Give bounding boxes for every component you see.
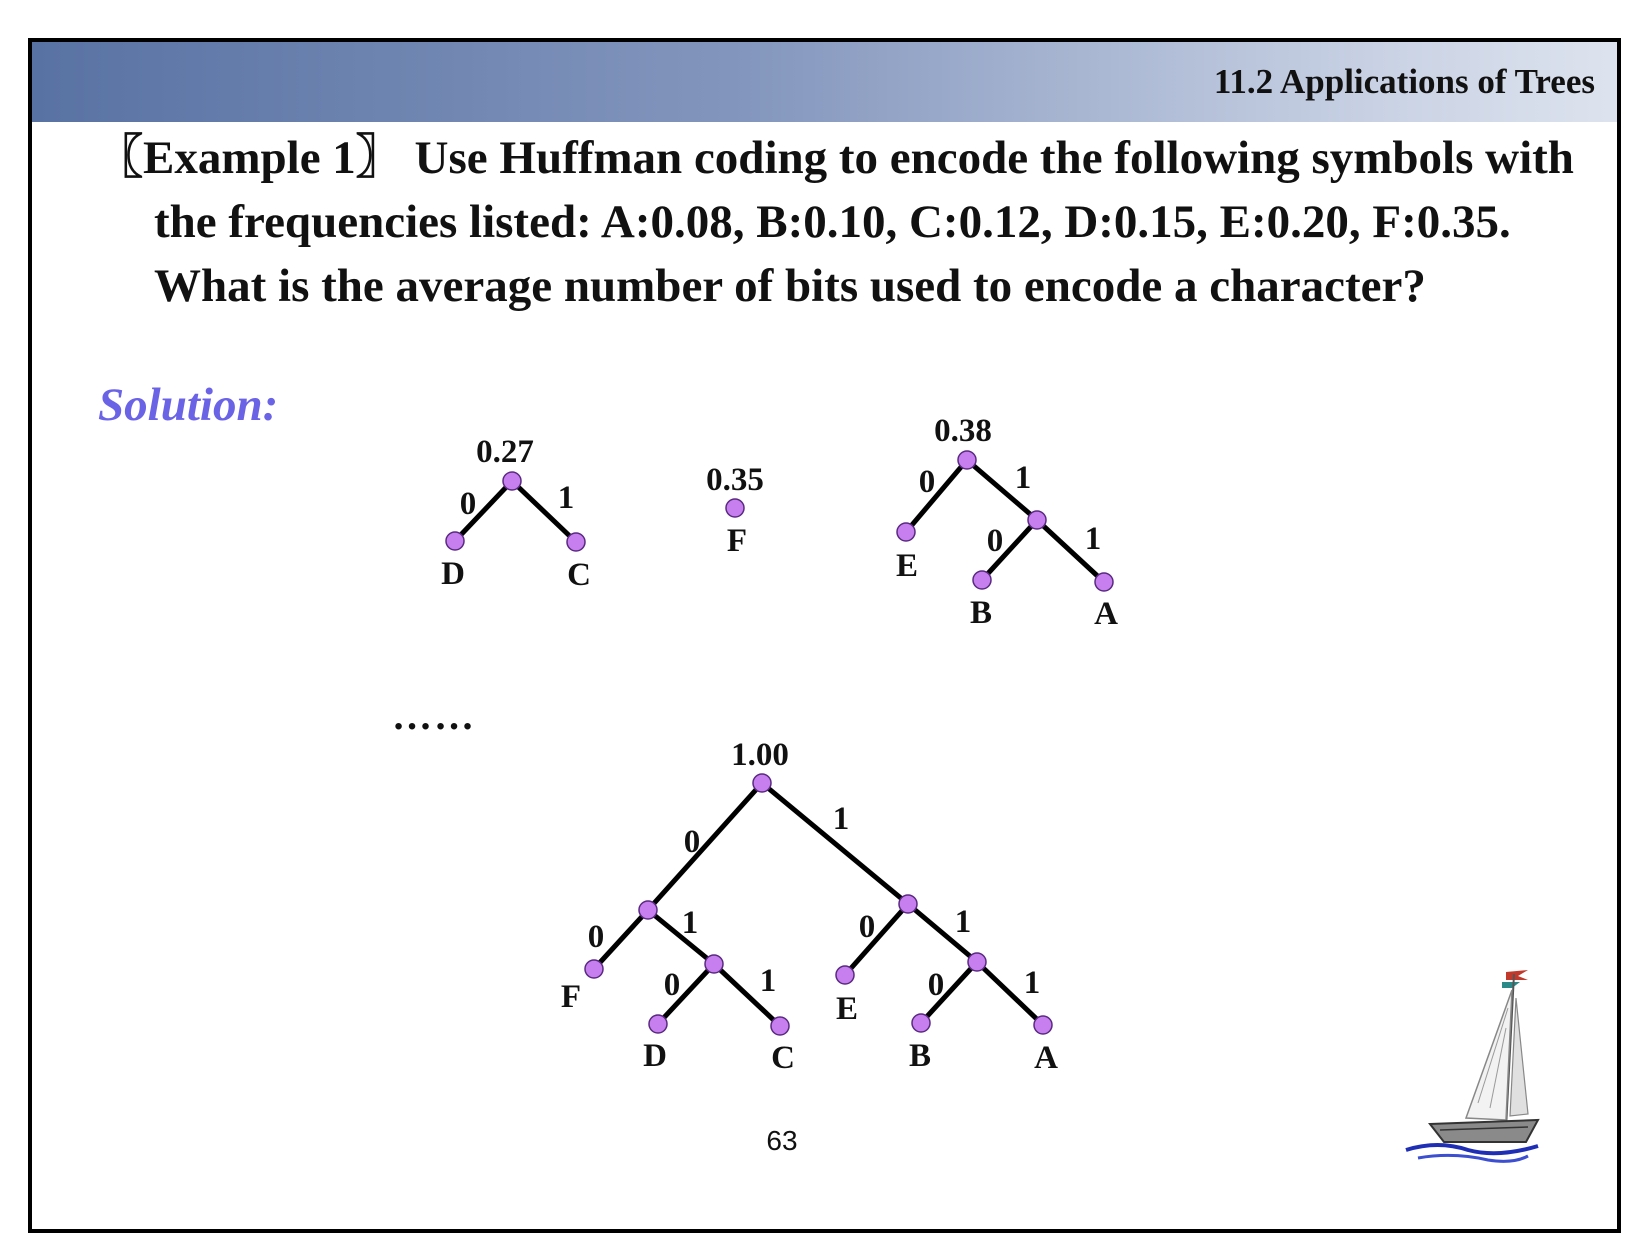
- edge: [906, 902, 979, 964]
- problem-statement: 〖Example 1〗 Use Huffman coding to encode…: [96, 132, 1574, 312]
- edge: [656, 962, 716, 1026]
- flag-icon: [1506, 970, 1528, 980]
- edge-label: 0: [928, 967, 945, 1003]
- edge: [843, 902, 910, 977]
- edge-label: 0: [664, 967, 681, 1003]
- edge-label: 1: [558, 480, 575, 516]
- tree-node: [584, 959, 604, 979]
- tree-nodes: [445, 450, 1114, 1036]
- tree-node: [1033, 1015, 1053, 1035]
- edge: [975, 960, 1045, 1027]
- edge-label: 0: [460, 486, 477, 522]
- section-title: 11.2 Applications of Trees: [1213, 62, 1595, 101]
- sail-seam: [1477, 1007, 1509, 1104]
- edge: [919, 960, 979, 1025]
- edge: [1035, 518, 1106, 584]
- tree-node: [896, 522, 916, 542]
- edge: [453, 479, 514, 543]
- edge-label: 1: [682, 905, 699, 941]
- hull: [1428, 1118, 1540, 1143]
- edge: [760, 781, 910, 906]
- tree-node: [835, 965, 855, 985]
- leaf-label: E: [896, 548, 918, 584]
- tree-node: [967, 952, 987, 972]
- leaf-label: C: [567, 557, 591, 593]
- tree-node: [1094, 572, 1114, 592]
- edge: [646, 781, 764, 912]
- edge-label: 1: [1085, 521, 1102, 557]
- solution-label: Solution:: [98, 379, 279, 431]
- tree-node: [648, 1014, 668, 1034]
- edge: [965, 458, 1039, 522]
- main-sail: [1464, 989, 1513, 1121]
- edge-label: 1: [1015, 460, 1032, 496]
- tree-node: [957, 450, 977, 470]
- slide: 11.2 Applications of Trees 〖Example 1〗 U…: [28, 38, 1621, 1233]
- node-weight: 0.27: [476, 434, 534, 470]
- edge: [592, 908, 650, 971]
- leaf-label: F: [561, 979, 581, 1015]
- leaf-label: B: [909, 1038, 931, 1074]
- edge-label: 0: [987, 523, 1004, 559]
- edge-label: 0: [859, 909, 876, 945]
- edge: [980, 518, 1039, 582]
- edge-label: 1: [760, 963, 777, 999]
- leaf-label: D: [441, 556, 465, 592]
- tree-node: [898, 894, 918, 914]
- leaf-label: B: [970, 595, 992, 631]
- hull-line: [1439, 1126, 1529, 1131]
- edge-label: 0: [684, 824, 701, 860]
- edge-label: 1: [1024, 965, 1041, 1001]
- pennant-icon: [1502, 982, 1520, 988]
- node-weight: 0.38: [934, 413, 992, 449]
- water-wave: [1405, 1143, 1539, 1156]
- leaf-label: D: [643, 1038, 667, 1074]
- edge-label: 0: [919, 464, 936, 500]
- edge-label: 0: [588, 919, 605, 955]
- edge-label: 1: [833, 801, 850, 837]
- tree-node: [566, 532, 586, 552]
- page-number: 63: [766, 1125, 798, 1156]
- leaf-label: F: [727, 523, 747, 559]
- leaf-label: A: [1094, 596, 1118, 632]
- leaf-label: E: [836, 991, 858, 1027]
- tree-node: [1027, 510, 1047, 530]
- sail-seam: [1489, 1027, 1507, 1109]
- water-wave: [1417, 1153, 1529, 1163]
- edge: [712, 962, 782, 1028]
- leaf-label: C: [771, 1040, 795, 1076]
- tree-node: [972, 570, 992, 590]
- sailboat-logo: [1405, 970, 1540, 1163]
- tree-node: [911, 1013, 931, 1033]
- tree-node: [638, 900, 658, 920]
- tree-node: [752, 773, 772, 793]
- node-weight: 1.00: [731, 737, 789, 773]
- tree-edges: [453, 458, 1106, 1028]
- tree-node: [502, 471, 522, 491]
- tree-node: [725, 498, 745, 518]
- ellipsis: ……: [392, 693, 476, 738]
- jib-sail: [1509, 997, 1529, 1117]
- edge: [646, 908, 716, 966]
- edge: [510, 479, 578, 544]
- edge-label: 1: [955, 904, 972, 940]
- node-weight: 0.35: [706, 462, 764, 498]
- tree-node: [445, 531, 465, 551]
- leaf-label: A: [1034, 1040, 1058, 1076]
- tree-node: [704, 954, 724, 974]
- tree-node: [770, 1016, 790, 1036]
- header-band: 11.2 Applications of Trees: [32, 42, 1617, 122]
- edge: [904, 458, 969, 534]
